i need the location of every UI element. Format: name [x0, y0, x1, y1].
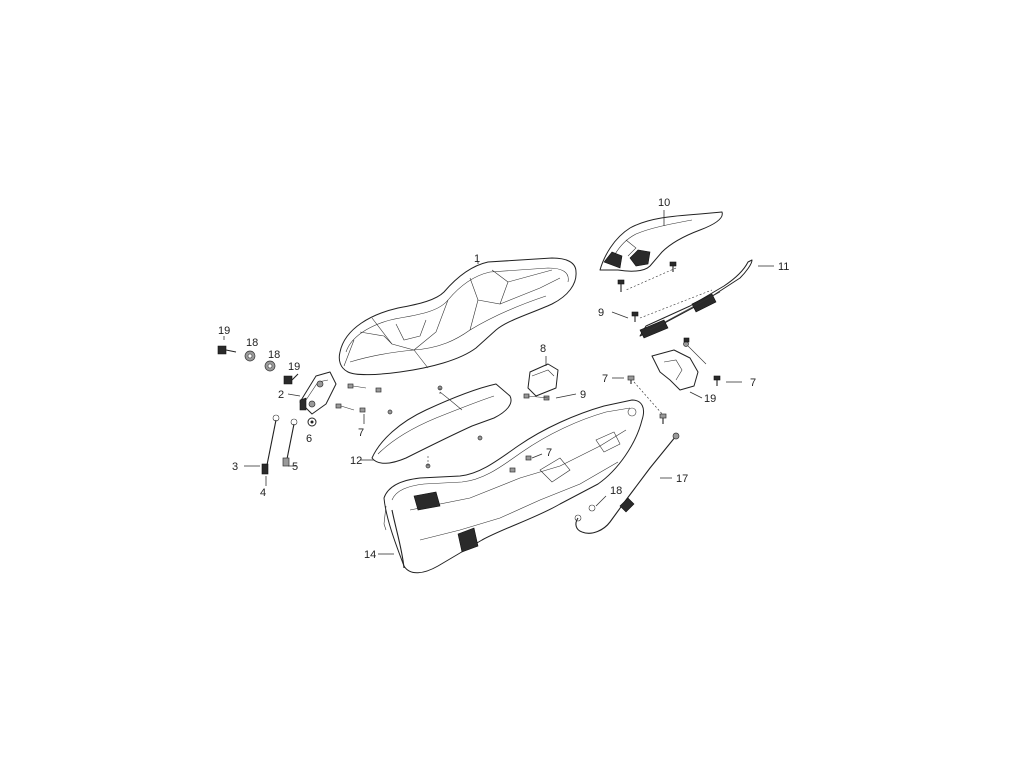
part-nut-18a[interactable]: [244, 350, 256, 362]
callout-19a: 19: [218, 325, 230, 337]
leader-7-mid: [531, 453, 543, 459]
leader-17: [689, 391, 703, 399]
callout-19b: 19: [288, 361, 300, 373]
callout-16: 14: [364, 549, 376, 561]
part-gas-strut-3[interactable]: [261, 414, 280, 475]
part-hinge-2[interactable]: [299, 371, 337, 415]
callout-10: 8: [540, 343, 546, 355]
part-storage-tray[interactable]: [383, 399, 645, 574]
callout-17: 19: [704, 393, 716, 405]
screw-7-latch: [713, 375, 721, 386]
part-seat[interactable]: [338, 257, 577, 376]
part-bolts-11[interactable]: [617, 261, 713, 322]
callout-14: 17: [676, 473, 688, 485]
part-hinge-bracket[interactable]: [639, 259, 753, 339]
callout-15: 18: [610, 485, 622, 497]
callout-2: 2: [278, 389, 284, 401]
part-seat-latch[interactable]: [651, 337, 707, 391]
part-gas-strut-5[interactable]: [282, 418, 298, 467]
screw-7-mid: [509, 455, 532, 473]
part-bolt-19b[interactable]: [283, 373, 299, 385]
screw-7-tray: [627, 375, 667, 424]
leader-15: [595, 495, 607, 507]
leader-9: [555, 393, 577, 399]
part-grab-rail[interactable]: [599, 211, 723, 272]
callout-13: 11: [778, 261, 789, 273]
part-inner-panel[interactable]: [371, 383, 512, 469]
callout-11: 9: [598, 307, 604, 319]
callout-7-tray: 7: [602, 373, 608, 385]
part-bolt-19a[interactable]: [217, 345, 237, 355]
part-nut-18b[interactable]: [264, 360, 276, 372]
callout-1: 1: [474, 253, 480, 265]
callout-9: 9: [580, 389, 586, 401]
part-clip-15[interactable]: [588, 504, 596, 512]
leader-2: [287, 393, 301, 397]
part-screws-9[interactable]: [523, 393, 550, 401]
callout-7-latch: 7: [750, 377, 756, 389]
callout-6: 6: [306, 433, 312, 445]
callout-8: 12: [350, 455, 362, 467]
callout-7-mid: 7: [546, 447, 552, 459]
callout-18b: 18: [268, 349, 280, 361]
screws-7-left: [335, 383, 382, 413]
part-bushing-6[interactable]: [307, 417, 317, 427]
callout-7-left: 7: [358, 427, 364, 439]
leader-11: [611, 311, 629, 319]
part-clip-10[interactable]: [527, 363, 559, 397]
part-seat-cable[interactable]: [574, 432, 680, 534]
callout-3: 3: [232, 461, 238, 473]
callout-5: 5: [292, 461, 298, 473]
callout-18a: 18: [246, 337, 258, 349]
callout-12: 10: [658, 197, 670, 209]
callout-4: 4: [260, 487, 266, 499]
